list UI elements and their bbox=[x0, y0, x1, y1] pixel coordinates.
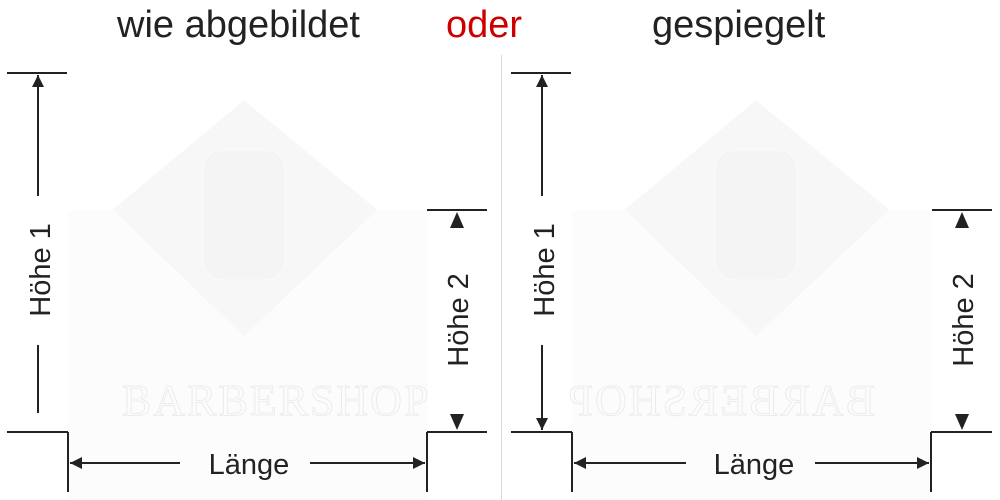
height2-label: Höhe 2 bbox=[443, 273, 475, 367]
height1-label: Höhe 1 bbox=[25, 223, 57, 317]
watermark-text-mirrored: BARBERSHOP bbox=[566, 376, 875, 425]
length-label-mirrored: Länge bbox=[714, 449, 795, 481]
barbershop-watermark-icon: BARBERSHOP bbox=[68, 99, 431, 500]
barbershop-watermark-mirrored-icon: BARBERSHOP bbox=[566, 99, 932, 500]
height1-label-mirrored: Höhe 1 bbox=[529, 223, 561, 317]
heading-or: oder bbox=[446, 4, 523, 46]
height2-label-mirrored: Höhe 2 bbox=[948, 273, 980, 367]
length-label: Länge bbox=[209, 449, 290, 481]
heading-as-shown: wie abgebildet bbox=[117, 4, 360, 46]
left-panel: BARBERSHOP Höhe 1 Länge Höhe 2 bbox=[7, 72, 487, 500]
right-panel: BARBERSHOP Höhe 1 Länge Höhe 2 bbox=[511, 72, 992, 500]
center-divider bbox=[501, 55, 502, 500]
heading-mirrored: gespiegelt bbox=[652, 4, 826, 46]
watermark-text: BARBERSHOP bbox=[122, 376, 431, 425]
